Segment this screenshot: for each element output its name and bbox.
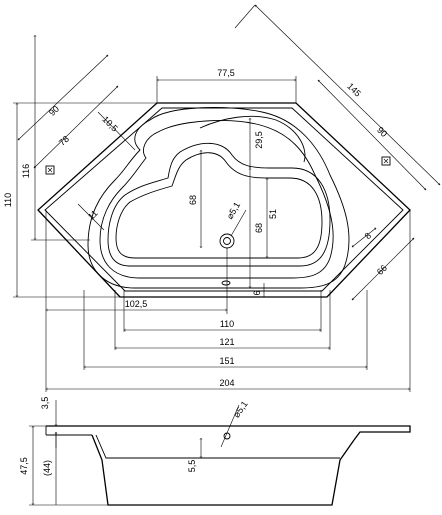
dim-w-204: 204 bbox=[219, 378, 234, 388]
dim-left-outer: 90 bbox=[47, 104, 61, 118]
logo-mark-left bbox=[45, 165, 55, 175]
logo-mark-right bbox=[381, 156, 391, 166]
bottom-dimensions: 102,5 110 121 151 204 bbox=[46, 210, 410, 392]
dim-w-151: 151 bbox=[219, 356, 234, 366]
dim-right-rail: 90 bbox=[375, 125, 389, 139]
dim-height-116: 116 bbox=[21, 164, 31, 178]
side-body bbox=[91, 434, 355, 506]
dim-w-110: 110 bbox=[220, 319, 234, 329]
dim-left-inner: 78 bbox=[57, 134, 71, 148]
side-inner bbox=[95, 434, 340, 459]
side-view: ⌀5,1 3,5 47,5 (44) 5,5 bbox=[19, 397, 411, 506]
basin-outer bbox=[87, 107, 350, 289]
overflow bbox=[221, 280, 231, 286]
seat-area bbox=[107, 142, 331, 267]
tub-outline-inner bbox=[44, 107, 404, 292]
drain-outer bbox=[219, 233, 235, 249]
dim-side-drain: ⌀5,1 bbox=[231, 399, 249, 419]
side-rim bbox=[46, 425, 411, 441]
dim-gap-6: 6 bbox=[252, 290, 262, 295]
dim-r-10-5: 10,5 bbox=[100, 114, 119, 133]
dim-w-121: 121 bbox=[219, 337, 234, 347]
top-dimensions: 77,5 145 90 78 bbox=[18, 5, 440, 185]
dim-depth-51: 51 bbox=[268, 209, 278, 219]
dim-height-110: 110 bbox=[3, 193, 13, 207]
dim-depth-68-right: 68 bbox=[254, 223, 264, 233]
dim-depth-29-5: 29,5 bbox=[254, 131, 264, 149]
dim-d-11: 11 bbox=[86, 208, 100, 222]
dim-small-8: 8 bbox=[363, 231, 374, 242]
dim-side-step: 5,5 bbox=[187, 460, 197, 473]
dim-depth-68-left: 68 bbox=[188, 195, 198, 205]
dim-side-height: 47,5 bbox=[19, 457, 29, 475]
inner-dimensions: 68 29,5 68 51 ⌀5,1 6 bbox=[188, 118, 278, 297]
dim-right-diag: 145 bbox=[345, 81, 363, 99]
dim-drain: ⌀5,1 bbox=[225, 200, 243, 221]
dim-side-rim: 3,5 bbox=[40, 397, 50, 410]
drain-inner bbox=[223, 237, 231, 245]
top-view bbox=[37, 102, 411, 298]
dim-w-102-5: 102,5 bbox=[125, 299, 148, 309]
dim-top-width: 77,5 bbox=[217, 68, 235, 78]
seat-area-inner bbox=[115, 152, 323, 259]
dim-side-inner: (44) bbox=[42, 460, 52, 476]
